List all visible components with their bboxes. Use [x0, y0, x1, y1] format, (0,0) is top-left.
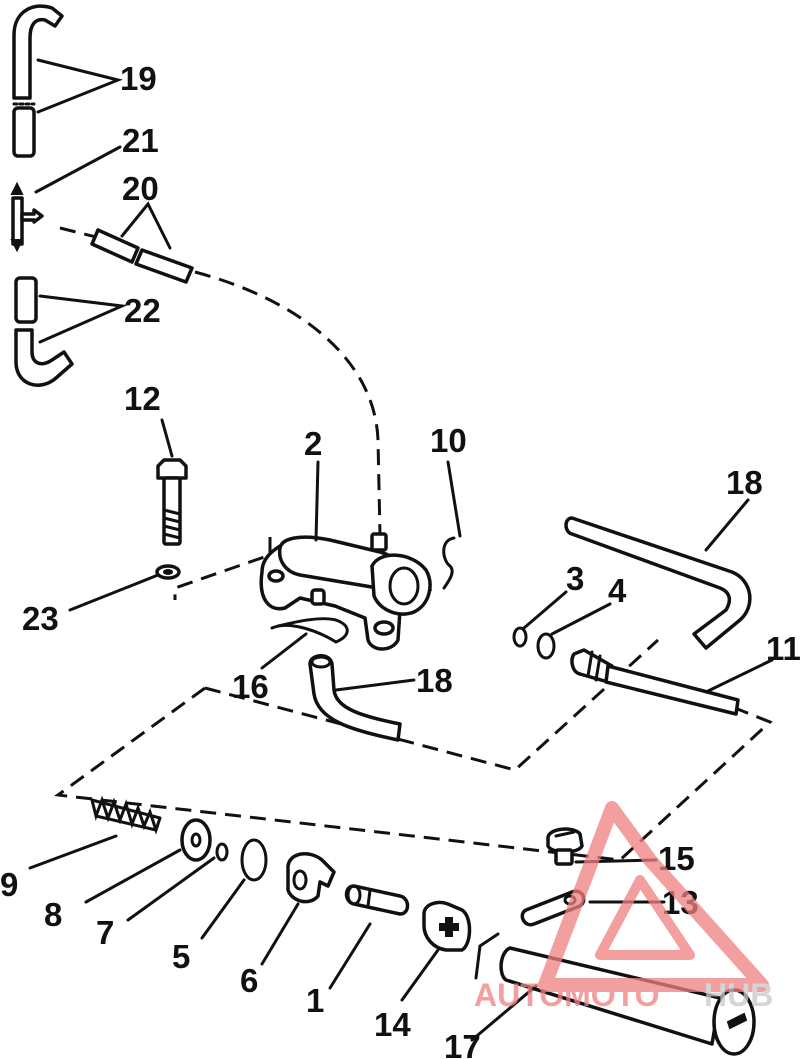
- callout-18-upper: 18: [726, 464, 763, 501]
- watermark-brand-part2: HUB: [704, 977, 773, 1013]
- tee-fitting-21: [10, 181, 44, 253]
- spring-9: [90, 795, 162, 835]
- leader-18-lower: [334, 678, 416, 692]
- leader-12: [160, 418, 174, 458]
- housing-2: [259, 532, 432, 651]
- leader-17: [470, 984, 538, 1042]
- leader-4: [550, 602, 612, 636]
- callout-21: 21: [122, 122, 159, 159]
- clip-10: [442, 536, 456, 590]
- callout-18-lower: 18: [416, 662, 453, 699]
- callout-12: 12: [124, 380, 161, 417]
- cam-6: [286, 852, 336, 904]
- hose-18-upper: [564, 516, 752, 650]
- leader-8: [84, 848, 182, 904]
- dashed-routing-lines: [54, 226, 773, 862]
- callout-2: 2: [304, 425, 322, 462]
- cap-14: [422, 900, 472, 952]
- leader-5: [200, 878, 246, 940]
- watermark-brand-part1: AUTOMOTO: [474, 977, 659, 1013]
- callout-19: 19: [120, 60, 157, 97]
- callout-8: 8: [44, 896, 62, 933]
- leader-3: [522, 590, 568, 630]
- callout-23: 23: [22, 600, 59, 637]
- callout-17: 17: [444, 1028, 481, 1059]
- callout-9: 9: [0, 866, 18, 903]
- ring-7: [215, 842, 229, 862]
- callout-20: 20: [122, 170, 159, 207]
- leader-1: [328, 922, 372, 990]
- shaft-11: [570, 648, 740, 716]
- o-ring-3: [512, 626, 528, 648]
- callout-11: 11: [766, 630, 800, 667]
- washer-8: [180, 818, 212, 862]
- callout-16: 16: [232, 668, 269, 705]
- leader-10: [446, 460, 462, 538]
- leader-20: [120, 201, 172, 250]
- callout-3: 3: [566, 560, 584, 597]
- bolt-12: [156, 458, 188, 546]
- hose-19: [12, 4, 64, 158]
- callout-4: 4: [608, 572, 627, 609]
- leader-14: [400, 948, 440, 1002]
- leader-18-upper: [704, 498, 750, 552]
- callout-1: 1: [306, 982, 324, 1019]
- leader-22: [38, 294, 128, 344]
- leader-11: [704, 658, 774, 694]
- leader-19: [36, 58, 123, 114]
- callout-7: 7: [96, 914, 114, 951]
- callout-6: 6: [240, 962, 258, 999]
- o-ring-4: [536, 632, 556, 660]
- leader-9: [28, 834, 118, 870]
- callout-5: 5: [172, 938, 190, 975]
- callout-10: 10: [430, 422, 467, 459]
- spring-clip-16: [270, 617, 349, 644]
- screw-15: [546, 827, 584, 866]
- leader-2: [314, 460, 320, 542]
- leader-21: [34, 145, 122, 194]
- hose-22: [14, 276, 74, 387]
- o-ring-5: [240, 838, 268, 882]
- leader-6: [260, 902, 300, 966]
- leader-16: [260, 632, 308, 670]
- hose-18-lower: [308, 654, 402, 742]
- automotohub-watermark-logo: AUTOMOTO HUB: [474, 801, 773, 1013]
- callout-14: 14: [374, 1006, 411, 1043]
- leader-23: [68, 573, 160, 612]
- hoses-20: [90, 228, 194, 284]
- leader-7: [126, 856, 216, 922]
- lock-washer-23: [155, 564, 181, 580]
- plunger-1: [344, 884, 410, 916]
- callout-22: 22: [124, 292, 161, 329]
